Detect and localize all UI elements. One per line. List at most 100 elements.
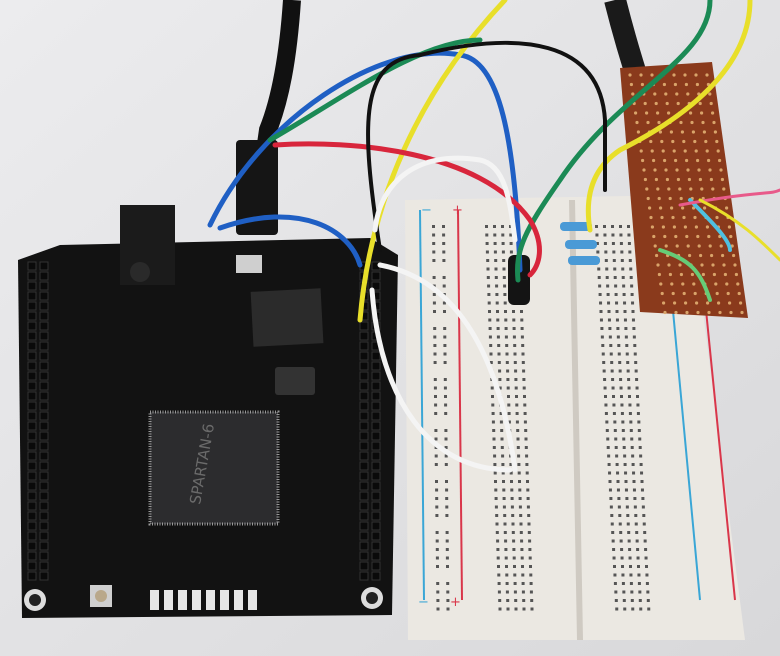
header-pin bbox=[39, 431, 49, 441]
header-pin bbox=[359, 471, 369, 481]
rail-blue-right bbox=[671, 299, 701, 601]
perfboard-hole bbox=[643, 101, 647, 106]
header-pin bbox=[359, 421, 369, 431]
perfboard-hole bbox=[640, 82, 645, 87]
perfboard-hole bbox=[694, 149, 698, 153]
breadboard-hole bbox=[516, 429, 520, 432]
header-pin bbox=[39, 391, 49, 401]
breadboard-hole bbox=[515, 403, 519, 407]
breadboard-hole bbox=[524, 437, 528, 441]
breadboard-hole bbox=[522, 369, 526, 373]
breadboard-hole bbox=[604, 250, 608, 254]
header-pin bbox=[359, 391, 369, 401]
perfboard-hole bbox=[726, 291, 730, 296]
header-pin bbox=[359, 401, 369, 411]
breadboard-hole bbox=[485, 233, 489, 237]
header-pin bbox=[27, 411, 37, 421]
perfboard-hole bbox=[655, 253, 659, 258]
breadboard-hole bbox=[622, 437, 626, 441]
header-pin bbox=[359, 541, 369, 551]
perfboard-hole bbox=[686, 168, 690, 172]
breadboard-hole bbox=[607, 301, 611, 305]
breadboard-hole bbox=[631, 301, 635, 305]
perfboard-hole bbox=[711, 111, 715, 115]
breadboard-hole bbox=[633, 352, 637, 356]
breadboard-hole bbox=[505, 582, 509, 585]
breadboard-hole bbox=[529, 565, 532, 568]
breadboard-hole bbox=[629, 582, 633, 585]
breadboard-hole bbox=[613, 420, 617, 424]
breadboard-hole bbox=[605, 276, 609, 279]
breadboard-hole bbox=[436, 582, 440, 585]
breadboard-hole bbox=[638, 590, 642, 594]
breadboard-hole bbox=[523, 412, 527, 415]
breadboard-hole bbox=[442, 242, 446, 245]
breadboard-hole bbox=[611, 225, 614, 228]
breadboard-hole bbox=[611, 386, 615, 390]
breadboard-hole bbox=[528, 539, 532, 543]
perfboard-hole bbox=[707, 310, 711, 315]
header-pin bbox=[27, 551, 37, 561]
perfboard-hole bbox=[656, 111, 660, 115]
breadboard-hole bbox=[640, 488, 644, 492]
perfboard-hole bbox=[729, 310, 733, 315]
header-pin bbox=[359, 501, 369, 511]
breadboard-hole bbox=[497, 565, 500, 568]
breadboard-hole bbox=[597, 276, 601, 279]
rail-plus-label: + bbox=[452, 203, 463, 218]
perfboard-hole bbox=[650, 149, 654, 153]
perfboard-hole bbox=[695, 82, 700, 87]
breadboard-hole bbox=[615, 301, 619, 305]
breadboard-hole bbox=[486, 267, 490, 271]
breadboard-hole bbox=[521, 344, 525, 347]
breadboard-hole bbox=[444, 403, 448, 407]
breadboard-hole bbox=[598, 293, 602, 296]
breadboard-hole bbox=[500, 437, 504, 441]
breadboard-hole bbox=[444, 463, 448, 466]
breadboard-hole bbox=[612, 403, 616, 407]
perfboard-hole bbox=[689, 187, 693, 191]
header-pin bbox=[371, 521, 381, 531]
header-pin bbox=[27, 511, 37, 521]
breadboard-hole bbox=[496, 539, 500, 543]
breadboard-hole bbox=[492, 446, 496, 449]
breadboard-hole bbox=[627, 531, 631, 534]
oscillator bbox=[275, 367, 315, 395]
breadboard-hole bbox=[603, 386, 607, 390]
breadboard-hole bbox=[504, 556, 508, 560]
breadboard-hole bbox=[520, 335, 524, 339]
breadboard-hole bbox=[494, 276, 498, 279]
breadboard-hole bbox=[627, 225, 630, 228]
breadboard-hole bbox=[445, 497, 449, 500]
perfboard-hole bbox=[681, 282, 685, 286]
breadboard-hole bbox=[608, 327, 612, 330]
breadboard-hole bbox=[517, 454, 521, 458]
perfboard-hole bbox=[688, 253, 692, 258]
breadboard-hole bbox=[599, 318, 603, 322]
breadboard-hole bbox=[511, 522, 515, 526]
rail-red-right bbox=[704, 299, 736, 601]
breadboard-hole bbox=[621, 582, 625, 585]
perfboard-hole bbox=[639, 149, 643, 153]
breadboard-hole bbox=[607, 318, 611, 322]
perfboard-hole bbox=[725, 282, 729, 286]
breadboard-hole bbox=[522, 607, 526, 611]
header-pin bbox=[27, 531, 37, 541]
breadboard-hole bbox=[600, 335, 604, 339]
breadboard-hole bbox=[509, 463, 513, 466]
perfboard-hole bbox=[674, 310, 678, 315]
breadboard-hole bbox=[645, 582, 649, 585]
breadboard-hole bbox=[617, 352, 621, 356]
perfboard-hole bbox=[693, 139, 697, 144]
breadboard-hole bbox=[516, 437, 520, 441]
perfboard-hole bbox=[697, 168, 701, 172]
breadboard-hole bbox=[637, 429, 641, 432]
breadboard-hole bbox=[626, 361, 630, 364]
breadboard-hole bbox=[611, 531, 615, 534]
breadboard-hole bbox=[609, 352, 613, 356]
breadboard-hole bbox=[488, 327, 492, 330]
breadboard-hole bbox=[498, 386, 502, 390]
breadboard-hole bbox=[644, 556, 648, 560]
breadboard-hole bbox=[605, 267, 609, 271]
header-pin bbox=[359, 441, 369, 451]
